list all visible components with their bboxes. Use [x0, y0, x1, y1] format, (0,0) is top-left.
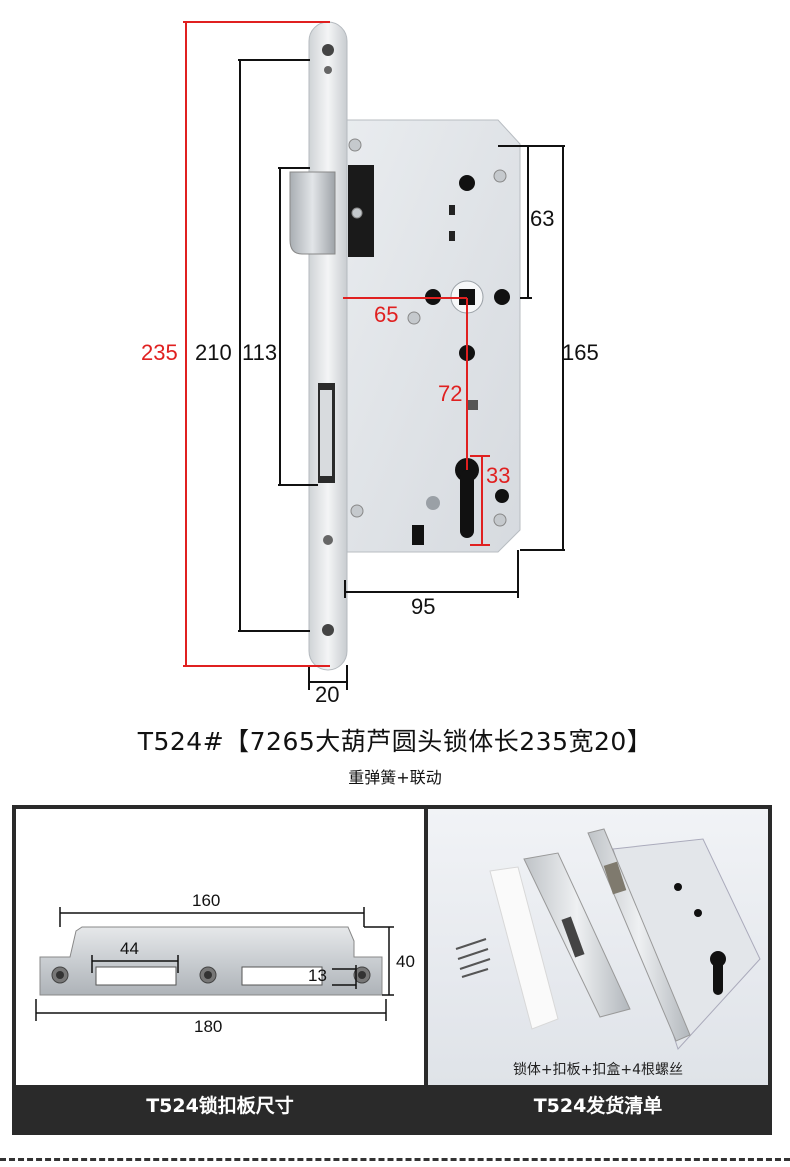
dim-65: 65	[374, 302, 399, 327]
package-contents-panel: 锁体+扣板+扣盒+4根螺丝	[428, 809, 768, 1085]
dimension-lines	[238, 59, 565, 690]
strike-panel-caption: T524锁扣板尺寸	[146, 1095, 294, 1117]
dim-210: 210	[195, 340, 232, 365]
dim-63: 63	[530, 206, 555, 231]
red-dimension-lines	[183, 21, 490, 667]
strike-box	[489, 866, 559, 1030]
dim-33: 33	[486, 463, 511, 488]
product-subtitle: 重弹簧+联动	[348, 768, 442, 787]
dim-235: 235	[141, 340, 178, 365]
dim-72: 72	[438, 381, 463, 406]
strike-dim-160: 160	[192, 891, 221, 910]
package-contents-photo	[455, 828, 761, 1050]
strike-dim-44: 44	[120, 939, 139, 958]
lock-case	[344, 119, 521, 553]
strike-dim-40: 40	[396, 952, 415, 971]
dashed-divider	[0, 1158, 790, 1161]
faceplate	[289, 21, 348, 671]
product-title: T524#【7265大葫芦圆头锁体长235宽20】	[137, 727, 653, 756]
dim-113: 113	[242, 340, 278, 365]
dim-95: 95	[411, 594, 436, 619]
package-photo-caption: 锁体+扣板+扣盒+4根螺丝	[512, 1062, 684, 1078]
strike-dim-180: 180	[194, 1017, 223, 1036]
strike-plate-drawing	[35, 907, 394, 1021]
strike-dim-13: 13	[308, 966, 327, 985]
screws	[455, 938, 491, 978]
lock-body-drawing	[183, 21, 565, 690]
dim-20: 20	[315, 682, 340, 707]
dim-165: 165	[562, 340, 599, 365]
bottom-panels: 160 44 13 40 180 T524锁扣板尺寸	[12, 805, 772, 1135]
package-panel-caption: T524发货清单	[533, 1095, 663, 1117]
strike-plate-panel: 160 44 13 40 180	[16, 809, 424, 1085]
